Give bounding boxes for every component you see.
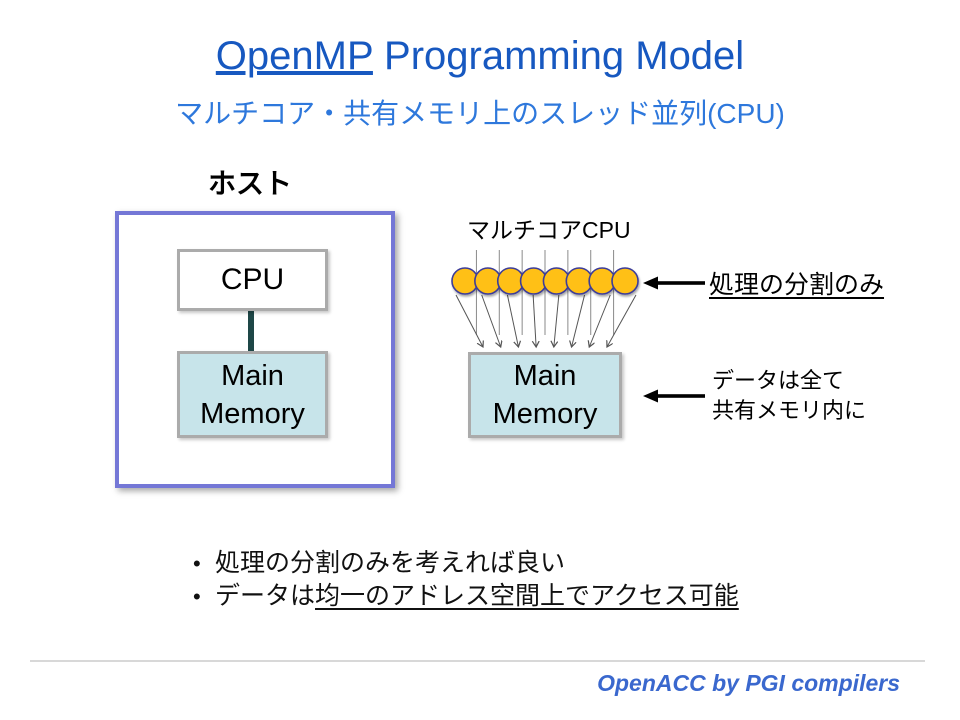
annotation-data-line1: データは全て: [712, 368, 845, 393]
bullet-list: • 処理の分割のみを考えれば良い • データは均一のアドレス空間上でアクセス可能: [193, 547, 739, 613]
title-rest: Programming Model: [372, 34, 745, 78]
core-to-memory-arrow: [607, 294, 637, 347]
core-to-memory-arrow: [506, 294, 518, 347]
annotation-split-label: 処理の分割のみ: [709, 271, 885, 299]
annotation-data-line2: 共有メモリ内に: [712, 398, 867, 423]
multicore-cpu-label: マルチコアCPU: [467, 217, 631, 243]
bullet-item: • データは均一のアドレス空間上でアクセス可能: [193, 580, 739, 613]
bullet-icon: •: [193, 584, 201, 609]
thread-arrows: [455, 294, 637, 347]
page-title: OpenMP Programming Model: [0, 34, 960, 79]
host-main-memory-box: Main Memory: [177, 351, 328, 438]
cpu-memory-connector: [248, 308, 254, 354]
core-to-memory-arrow: [589, 294, 611, 347]
bullet-item: • 処理の分割のみを考えれば良い: [193, 547, 739, 580]
arrow-left-icon: [643, 276, 705, 290]
host-label: ホスト: [208, 168, 293, 199]
multicore-threads-diagram: [451, 250, 639, 358]
core-to-memory-arrow: [572, 294, 586, 347]
bullet2-text: データは: [215, 582, 316, 610]
core-to-memory-arrow: [554, 294, 560, 347]
annotation-data-label: データは全て 共有メモリ内に: [712, 366, 866, 426]
cpu-box: CPU: [177, 249, 328, 311]
footer-divider: [30, 660, 925, 662]
footer-credit: OpenACC by PGI compilers: [597, 670, 900, 696]
core-to-memory-arrow: [481, 294, 501, 347]
core-to-memory-arrow: [533, 294, 536, 347]
bullet2-underlined: 均一のアドレス空間上でアクセス可能: [315, 582, 739, 610]
cpu-cores: [451, 267, 639, 295]
title-openmp-link[interactable]: OpenMP: [215, 34, 373, 78]
shared-main-memory-box: Main Memory: [468, 352, 622, 438]
bullet1-text: 処理の分割のみを考えれば良い: [215, 549, 566, 577]
bullet-icon: •: [193, 551, 201, 576]
arrow-left-icon: [643, 389, 705, 403]
core-circle: [611, 267, 639, 295]
thread-lines: [475, 250, 615, 335]
subtitle: マルチコア・共有メモリ上のスレッド並列(CPU): [175, 98, 785, 129]
core-to-memory-arrow: [455, 294, 483, 347]
